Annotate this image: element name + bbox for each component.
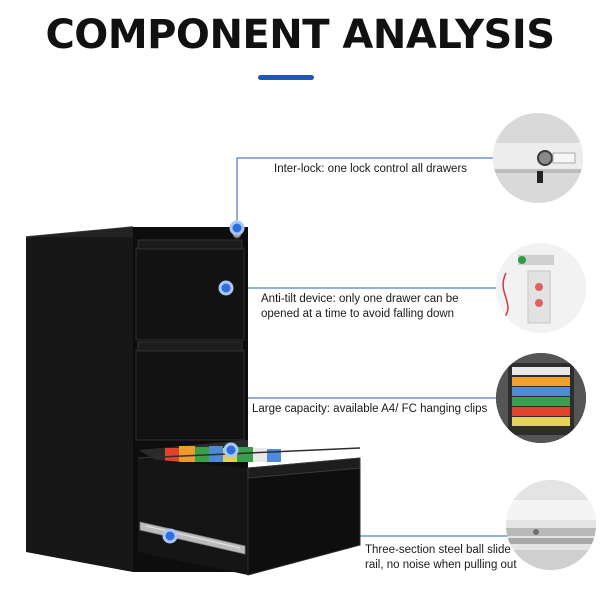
thumb-interlock	[493, 113, 583, 203]
marker-interlock	[229, 220, 245, 236]
callout-capacity: Large capacity: available A4/ FC hanging…	[252, 403, 488, 415]
thumb-slide-rail	[506, 480, 596, 570]
marker-anti-tilt	[218, 280, 234, 296]
callout-slide-rail-line1: Three-section steel ball slide	[365, 544, 511, 556]
callout-slide-rail: Three-section steel ball slide rail, no …	[365, 543, 517, 573]
marker-dots	[162, 220, 245, 544]
thumb-anti-tilt	[496, 243, 586, 333]
callout-anti-tilt: Anti-tilt device: only one drawer can be…	[261, 292, 459, 322]
marker-capacity	[223, 442, 239, 458]
leader-line-interlock	[236, 157, 493, 228]
callout-anti-tilt-line1: Anti-tilt device: only one drawer can be	[261, 293, 459, 305]
callout-slide-rail-line2: rail, no noise when pulling out	[365, 559, 517, 571]
marker-slide-rail	[162, 528, 178, 544]
title-underline	[258, 75, 314, 80]
lock-detail-icon	[537, 150, 553, 166]
drawer-middle	[135, 349, 245, 441]
page-title: COMPONENT ANALYSIS	[45, 12, 555, 58]
cabinet-side	[26, 227, 133, 572]
drawer-top-handle	[137, 239, 243, 250]
callout-interlock: Inter-lock: one lock control all drawers	[274, 163, 468, 175]
callout-anti-tilt-line2: opened at a time to avoid falling down	[261, 308, 455, 320]
drawer-middle-handle	[137, 341, 243, 352]
thumb-capacity	[496, 353, 586, 443]
drawer-open-handle	[247, 457, 361, 479]
